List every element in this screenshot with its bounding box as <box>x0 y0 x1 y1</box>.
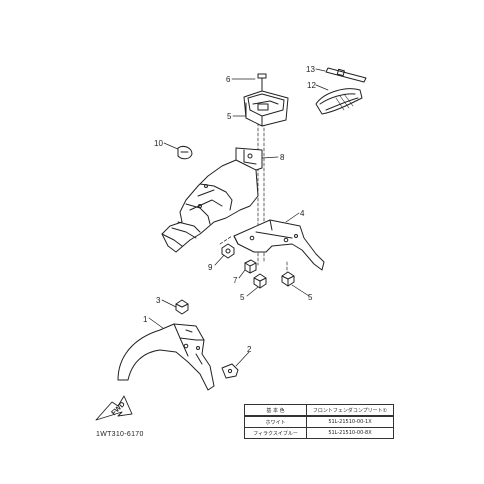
nut-part <box>221 243 235 259</box>
diagram-code: 1WT310-6170 <box>96 431 144 438</box>
callout-10: 9 <box>208 263 213 272</box>
table-cell: フィラクスイブルー <box>244 427 307 439</box>
reflector-part <box>177 145 193 160</box>
table-header-row: 基 本 色 フロントフェンダコンプリート① <box>244 404 394 417</box>
bracket-part <box>233 219 325 271</box>
front-fender-part <box>117 323 215 391</box>
callout-9: 8 <box>280 153 285 162</box>
fwd-arrow-icon <box>95 395 133 421</box>
band-part <box>325 67 367 83</box>
collar-part <box>244 259 257 274</box>
table-header-cell: フロントフェンダコンプリート① <box>306 404 394 417</box>
color-table: 基 本 色 フロントフェンダコンプリート① ホワイト 51L-21510-00-… <box>244 404 394 439</box>
callout-2: 2 <box>247 345 252 354</box>
bolt-part-left <box>253 273 267 289</box>
callout-4: 4 <box>300 209 305 218</box>
callout-5-right: 5 <box>308 293 313 302</box>
bolt-part-right <box>281 271 295 287</box>
callout-7: 6 <box>226 75 231 84</box>
cover-part <box>315 88 363 115</box>
callout-13: 13 <box>306 65 315 74</box>
table-cell: ホワイト <box>244 415 307 428</box>
table-row: ホワイト 51L-21510-00-1X <box>244 415 394 428</box>
table-cell: 51L-21510-00-1X <box>306 415 394 428</box>
battery-box-part <box>243 90 289 127</box>
callout-8: 7 <box>233 276 238 285</box>
table-header-cell: 基 本 色 <box>244 404 307 417</box>
screw-part <box>257 73 267 91</box>
clip-part <box>221 363 239 379</box>
table-row: フィラクスイブルー 51L-21510-00-8X <box>244 427 394 439</box>
callout-11: 10 <box>154 139 163 148</box>
front-bolt-part <box>175 299 189 315</box>
callout-3: 3 <box>156 296 161 305</box>
callout-5-left: 5 <box>240 293 245 302</box>
callout-1: 1 <box>143 315 148 324</box>
callout-6: 5 <box>227 112 232 121</box>
callout-12: 12 <box>307 81 316 90</box>
table-cell: 51L-21510-00-8X <box>306 427 394 439</box>
rear-fender-part <box>161 147 263 253</box>
